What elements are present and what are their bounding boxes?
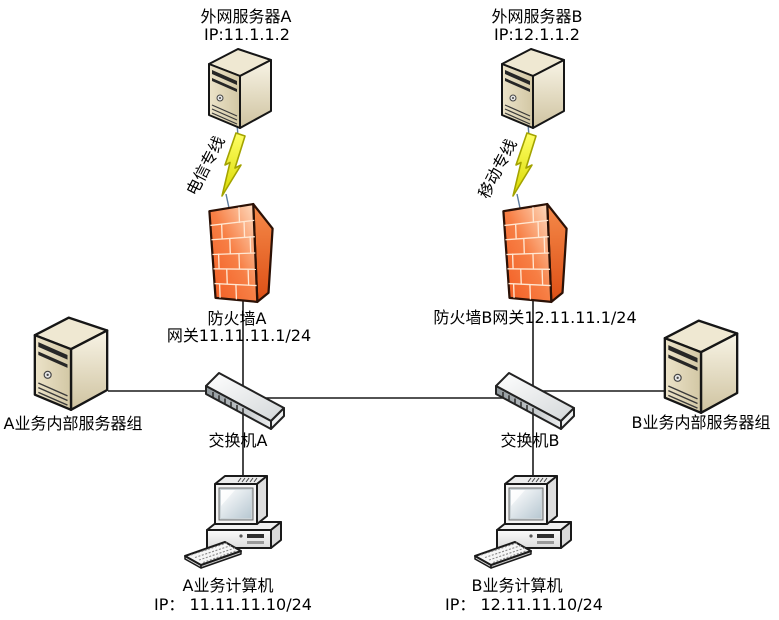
pc-a-label: A业务计算机 xyxy=(182,576,274,595)
firewall-b-label: 防火墙B网关12.11.11.1/24 xyxy=(433,308,637,327)
server-group-a-icon[interactable] xyxy=(33,316,109,411)
pc-b-icon[interactable] xyxy=(474,475,572,569)
server-group-b-icon[interactable] xyxy=(663,319,739,414)
pc-a-icon[interactable] xyxy=(184,475,282,569)
switch-a-icon[interactable] xyxy=(205,372,285,430)
firewall-b-icon[interactable] xyxy=(502,202,568,304)
firewall-a-gateway: 网关11.11.11.1/24 xyxy=(166,326,312,345)
server-group-a-label: A业务内部服务器组 xyxy=(3,414,143,433)
external-server-b-ip: IP:12.1.1.2 xyxy=(494,25,580,44)
server-group-b-label: B业务内部服务器组 xyxy=(631,413,771,432)
switch-a-label: 交换机A xyxy=(208,431,268,450)
connection-lines xyxy=(108,296,668,479)
external-server-a-label: 外网服务器A xyxy=(200,7,292,26)
external-server-b-label: 外网服务器B xyxy=(491,7,583,26)
pc-b-ip: IP： 12.11.11.10/24 xyxy=(445,595,603,614)
pc-b-label: B业务计算机 xyxy=(471,576,563,595)
external-server-a-icon[interactable] xyxy=(208,48,272,129)
firewall-a-label: 防火墙A xyxy=(207,309,267,328)
switch-b-icon[interactable] xyxy=(495,372,575,430)
external-server-b-icon[interactable] xyxy=(501,48,565,129)
external-server-a-ip: IP:11.1.1.2 xyxy=(204,25,290,44)
switch-b-label: 交换机B xyxy=(500,431,560,450)
pc-a-ip: IP： 11.11.11.10/24 xyxy=(154,595,312,614)
firewall-a-icon[interactable] xyxy=(208,202,274,304)
